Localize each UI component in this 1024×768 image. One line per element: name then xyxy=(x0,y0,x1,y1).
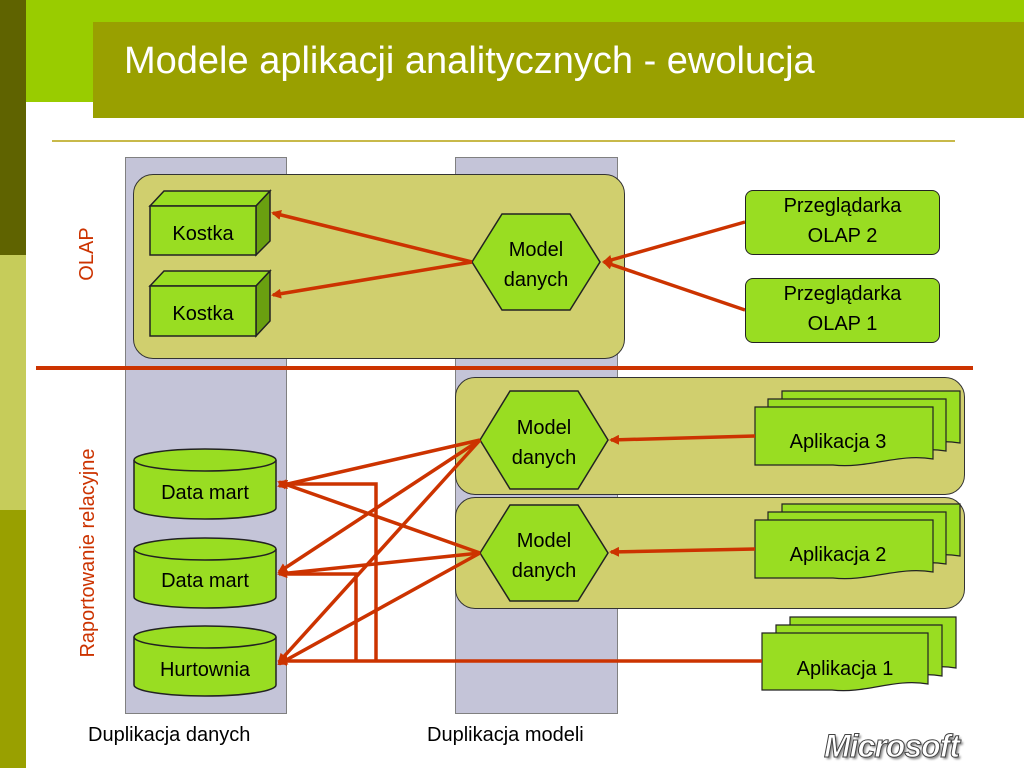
cylinder-data-mart-2: Data mart xyxy=(133,537,277,609)
hex-line-1: Model xyxy=(509,239,563,261)
browser-line-1: Przeglądarka xyxy=(783,283,902,305)
hex-line-2: danych xyxy=(512,447,577,469)
cube-label: Kostka xyxy=(172,223,234,245)
section-divider xyxy=(36,366,973,370)
app-label: Aplikacja 3 xyxy=(790,431,887,453)
title-bar xyxy=(93,22,1024,118)
model-hexagon-bottom: Model danych xyxy=(479,504,609,602)
label-data-duplication: Duplikacja danych xyxy=(88,724,251,746)
arrow-model3-to-datamart1 xyxy=(277,438,481,490)
arrow-model3-to-warehouse xyxy=(277,438,482,664)
browser-line-2: OLAP 1 xyxy=(807,313,878,335)
arrow-model3-to-datamart2 xyxy=(277,438,481,574)
arrow-app3-to-model xyxy=(609,434,756,445)
arrow-model2-to-datamart1 xyxy=(277,479,481,555)
side-stripe-light xyxy=(0,255,26,510)
model-hexagon-top: Model danych xyxy=(479,390,609,490)
elbow-datamart1 xyxy=(282,482,378,660)
arrow-model-to-cube-bottom xyxy=(271,260,473,299)
browser-line-1: Przeglądarka xyxy=(783,195,902,217)
label-model-duplication: Duplikacja modeli xyxy=(427,724,584,746)
hex-line-2: danych xyxy=(512,560,577,582)
hex-line-2: danych xyxy=(504,269,569,291)
hex-line-1: Model xyxy=(517,530,571,552)
arrow-browser1-to-model xyxy=(602,259,746,312)
browser-line-2: OLAP 2 xyxy=(807,225,878,247)
app-stack-1: Aplikacja 1 xyxy=(761,616,957,692)
microsoft-logo: Microsoft xyxy=(824,728,961,765)
arrow-model-to-cube-top xyxy=(271,210,473,264)
app-label: Aplikacja 2 xyxy=(790,544,887,566)
olap-browser-2: Przeglądarka OLAP 2 xyxy=(745,190,940,255)
title-rule xyxy=(52,140,955,142)
hex-line-1: Model xyxy=(517,417,571,439)
arrow-model2-to-datamart2 xyxy=(277,551,481,579)
cube-top: Kostka xyxy=(148,189,272,257)
slide-title: Modele aplikacji analitycznych - ewolucj… xyxy=(124,40,815,82)
cube-bottom: Kostka xyxy=(148,269,272,338)
olap-model-hexagon: Model danych xyxy=(471,213,601,311)
cylinder-label: Hurtownia xyxy=(160,659,251,681)
olap-browser-1: Przeglądarka OLAP 1 xyxy=(745,278,940,343)
cylinder-label: Data mart xyxy=(161,570,249,592)
elbow-datamart2 xyxy=(282,572,358,660)
app-stack-3: Aplikacja 3 xyxy=(754,390,961,467)
arrow-browser2-to-model xyxy=(602,220,746,265)
cylinder-data-mart-1: Data mart xyxy=(133,448,277,520)
connectors xyxy=(271,210,762,666)
arrow-app2-to-model xyxy=(609,546,756,557)
side-stripe-mid xyxy=(0,510,26,768)
app-label: Aplikacja 1 xyxy=(797,658,894,680)
arrow-model2-to-warehouse xyxy=(277,551,481,666)
cylinder-label: Data mart xyxy=(161,482,249,504)
side-stripe-dark xyxy=(0,0,26,255)
app-stack-2: Aplikacja 2 xyxy=(754,503,961,580)
cube-label: Kostka xyxy=(172,303,234,325)
cylinder-warehouse: Hurtownia xyxy=(133,625,277,697)
